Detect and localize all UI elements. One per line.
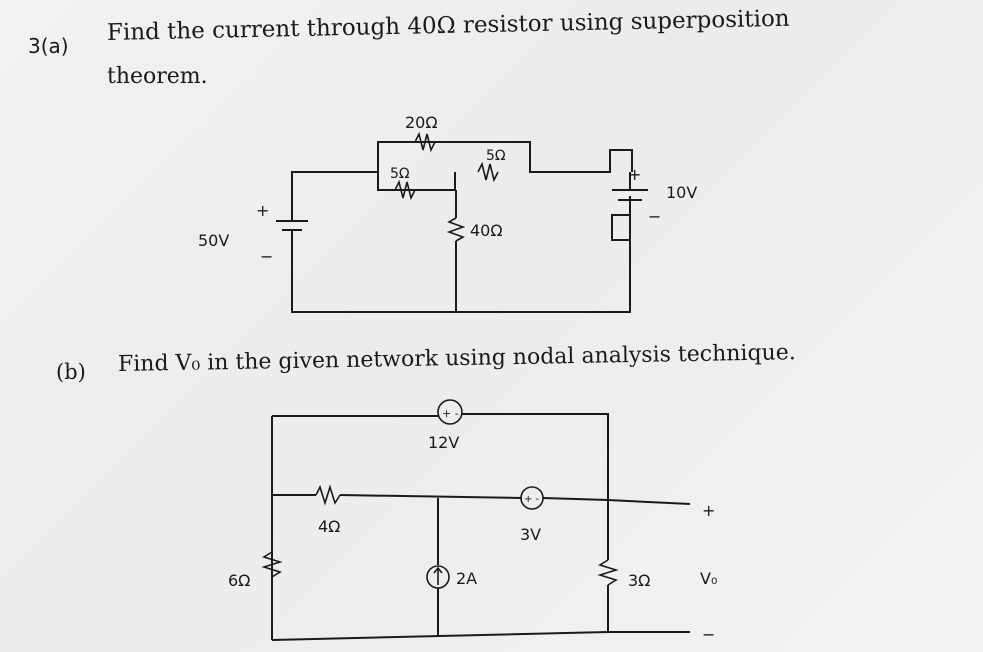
source-12v-circle xyxy=(437,399,463,425)
label-i-src: 2A xyxy=(456,569,477,588)
resistor-6-zigzag xyxy=(261,551,283,578)
circuit-a: 20Ω 5Ω 5Ω 40Ω 50V 10V + − + − xyxy=(198,113,697,313)
minus-50v: − xyxy=(260,247,273,266)
label-r-mid: 40Ω xyxy=(470,221,503,240)
resistor-5-left-zigzag xyxy=(394,179,416,201)
plus-10v: + xyxy=(628,165,641,184)
question-a-number: 3(a) xyxy=(28,34,69,58)
minus-vo: − xyxy=(702,625,715,644)
label-r-left-b: 6Ω xyxy=(228,571,250,590)
resistor-40-zigzag xyxy=(446,217,466,242)
plus-50v: + xyxy=(256,201,269,220)
label-v-top: 12V xyxy=(428,433,459,452)
sign-3v: + - xyxy=(524,494,540,505)
resistor-20-zigzag xyxy=(414,131,436,153)
minus-10v: − xyxy=(648,207,661,226)
label-r-right: 5Ω xyxy=(486,148,506,164)
plus-vo: + xyxy=(702,501,715,520)
label-r-top: 20Ω xyxy=(405,113,438,132)
label-v-mid: 3V xyxy=(520,525,541,544)
question-b-label: (b) xyxy=(56,360,86,384)
circuit-b: 12V + - + - 3V 4Ω 6Ω 3Ω 2A V₀ + − xyxy=(228,399,717,644)
resistor-3-zigzag xyxy=(597,559,619,586)
label-v-left: 50V xyxy=(198,231,229,250)
label-vo: V₀ xyxy=(700,569,717,588)
question-a-text-cont: theorem. xyxy=(107,64,208,89)
resistor-4-zigzag xyxy=(315,484,341,506)
label-r-series: 4Ω xyxy=(318,517,340,536)
resistor-5-right-zigzag xyxy=(477,161,499,183)
label-v-right: 10V xyxy=(666,183,697,202)
label-r-right-b: 3Ω xyxy=(628,571,650,590)
label-r-left: 5Ω xyxy=(390,166,410,182)
sign-12v: + - xyxy=(442,407,459,420)
